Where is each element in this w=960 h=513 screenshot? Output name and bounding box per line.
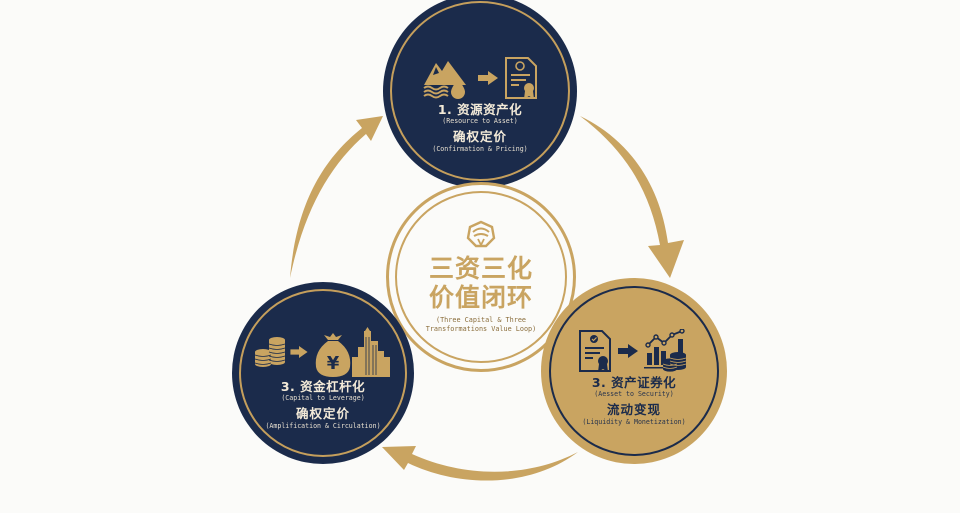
step-subtitle-en: (Amplification & Circulation) [265,422,381,430]
certificate-icon [505,57,537,99]
arrow-top-to-right [580,116,684,278]
center-title-line2: 价值闭环 [428,283,533,312]
step-title: 3. 资金杠杆化 [280,379,366,394]
step-icons [578,329,690,373]
chart-coins-icon [644,329,687,372]
center-subtitle-line1: (Three Capital & Three [435,316,527,324]
step-subtitle-en: (Liquidity & Monetization) [582,418,686,426]
step-resource-to-asset: 1. 资源资产化 (Resource to Asset) 确权定价 (Confi… [383,0,577,188]
arrow-right-icon [618,344,638,358]
step-asset-to-security: 3. 资产证券化 (Aesset to Security) 流动变现 (Liqu… [541,278,727,464]
step-title: 3. 资产证券化 [591,375,677,390]
step-title-en: (Capital to Leverage) [281,394,365,402]
step-capital-to-leverage: ¥ 3. 资金杠杆化 (Capital to Leverage) 确权定价 (A… [232,282,414,464]
coins-icon [254,337,286,367]
step-title-en: (Aesset to Security) [594,390,674,398]
certificate-icon [579,330,611,372]
arrow-right-icon [290,346,308,358]
step-icons [422,56,538,100]
svg-text:¥: ¥ [327,353,340,374]
mountain-water-icon [423,61,466,99]
step-title: 1. 资源资产化 [437,102,523,117]
center-subtitle-line2: Transformations Value Loop) [425,325,537,333]
center-title-line1: 三资三化 [428,254,533,283]
step-subtitle: 确权定价 [295,406,350,421]
step-subtitle-en: (Confirmation & Pricing) [432,145,528,153]
arrow-right-icon [478,71,498,85]
arrow-left-to-top [290,116,383,278]
money-bag-city-icon: ¥ [315,327,390,377]
step-subtitle: 流动变现 [606,402,661,417]
step-subtitle: 确权定价 [452,129,507,144]
center-value-loop: 三资三化 价值闭环 (Three Capital & Three Transfo… [386,182,576,372]
gold-emblem-icon [466,220,496,248]
step-icons: ¥ [254,327,392,377]
arrow-right-to-left [382,446,578,481]
step-title-en: (Resource to Asset) [442,117,518,125]
